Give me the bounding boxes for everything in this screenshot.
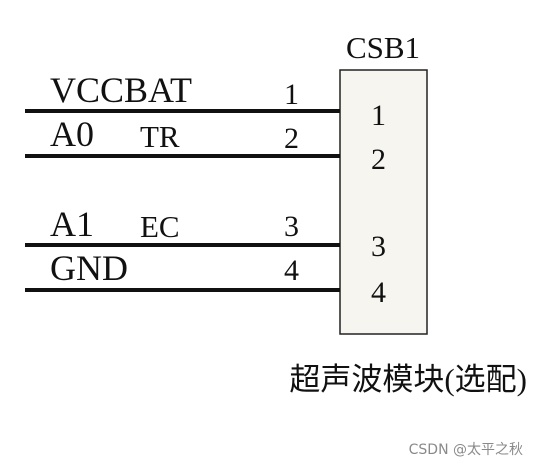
component-designator: CSB1 bbox=[346, 30, 420, 65]
pin-number-inside-3: 3 bbox=[371, 230, 386, 263]
pin-function-ec: EC bbox=[140, 209, 180, 244]
component-body bbox=[339, 69, 428, 335]
component-caption: 超声波模块(选配) bbox=[289, 362, 527, 397]
net-label-vccbat: VCCBAT bbox=[50, 70, 192, 110]
pin-4-group: GND 4 4 bbox=[25, 248, 386, 309]
pin-number-outside-2: 2 bbox=[284, 122, 299, 155]
pin-number-inside-4: 4 bbox=[371, 276, 386, 309]
pin-number-outside-4: 4 bbox=[284, 254, 299, 287]
net-label-a1: A1 bbox=[50, 204, 94, 244]
pin-number-outside-1: 1 bbox=[284, 78, 299, 111]
net-label-a0: A0 bbox=[50, 114, 94, 154]
pin-number-inside-2: 2 bbox=[371, 143, 386, 176]
pin-function-tr: TR bbox=[140, 119, 180, 154]
net-label-gnd: GND bbox=[50, 248, 128, 288]
pin-3-group: A1 EC 3 3 bbox=[25, 204, 386, 263]
pin-number-outside-3: 3 bbox=[284, 210, 299, 243]
pin-number-inside-1: 1 bbox=[371, 99, 386, 132]
pin-1-group: VCCBAT 1 1 bbox=[25, 70, 386, 132]
watermark-text: CSDN @太平之秋 bbox=[409, 442, 523, 458]
pin-2-group: A0 TR 2 2 bbox=[25, 114, 386, 176]
